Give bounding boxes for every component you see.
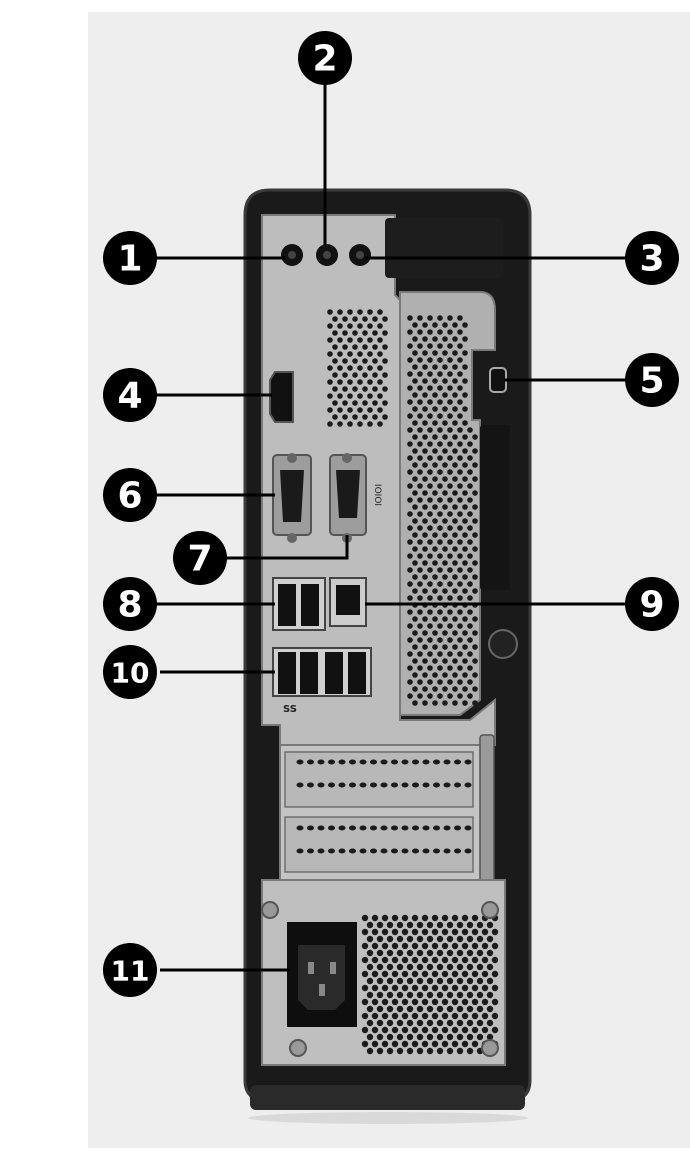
ethernet-port — [329, 577, 367, 627]
microphone-jack — [281, 244, 303, 266]
audio-in-jack — [349, 244, 371, 266]
callout-2: 2 — [298, 31, 352, 85]
callout-3: 3 — [625, 231, 679, 285]
vent-grid-right — [407, 315, 478, 706]
callout-10-label: 10 — [111, 657, 150, 690]
callout-10: 10 — [103, 645, 157, 699]
callout-badges: 1 2 3 4 5 6 7 8 9 10 11 — [103, 31, 679, 997]
serial-port: IOIOI — [329, 453, 382, 543]
callout-lines — [155, 85, 625, 972]
callout-5-label: 5 — [639, 361, 664, 402]
power-connector — [287, 922, 357, 1027]
screw — [488, 629, 518, 659]
callout-7-label: 7 — [187, 539, 212, 580]
callout-3-label: 3 — [639, 239, 664, 280]
callout-1: 1 — [103, 231, 157, 285]
callout-11-label: 11 — [111, 955, 150, 988]
callout-4: 4 — [103, 368, 157, 422]
callout-6-label: 6 — [117, 476, 142, 517]
vga-port — [272, 453, 312, 543]
callout-2-label: 2 — [312, 39, 337, 80]
audio-out-jack — [316, 244, 338, 266]
hdmi-port — [269, 371, 294, 423]
serial-port-label: IOIOI — [372, 484, 382, 506]
vent-grid-upper — [327, 309, 388, 427]
callout-8: 8 — [103, 577, 157, 631]
callout-9: 9 — [625, 577, 679, 631]
expansion-slots — [279, 734, 495, 896]
usb3-label: SS — [283, 704, 297, 715]
security-lock-slot — [489, 367, 507, 393]
usb2-ports — [272, 577, 326, 631]
callout-1-label: 1 — [117, 239, 142, 280]
callout-11: 11 — [103, 943, 157, 997]
callout-7: 7 — [173, 531, 227, 585]
callout-9-label: 9 — [639, 585, 664, 626]
callout-6: 6 — [103, 468, 157, 522]
callout-4-label: 4 — [117, 376, 142, 417]
callout-5: 5 — [625, 353, 679, 407]
callout-8-label: 8 — [117, 585, 142, 626]
